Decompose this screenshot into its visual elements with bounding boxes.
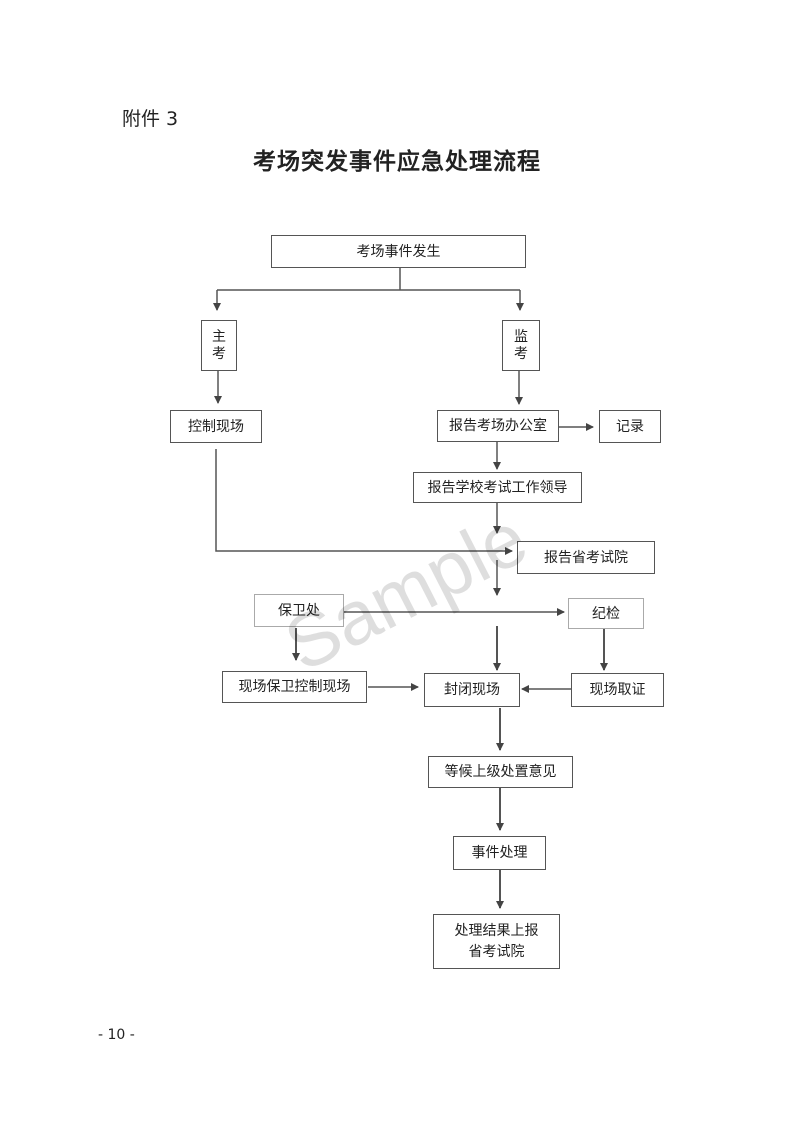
box-invigilator: 监 考 <box>502 320 540 371</box>
box-await-superior: 等候上级处置意见 <box>428 756 573 788</box>
box-chief-examiner: 主 考 <box>201 320 237 371</box>
report-result-line-2: 省考试院 <box>468 943 525 960</box>
box-report-school-leader: 报告学校考试工作领导 <box>413 472 582 503</box>
box-security-control-scene: 现场保卫控制现场 <box>222 671 367 703</box>
connector-event-split <box>217 267 520 291</box>
box-event-occurs: 考场事件发生 <box>271 235 526 268</box>
report-result-line-1: 处理结果上报 <box>454 922 539 939</box>
chief-char-2: 考 <box>212 345 226 362</box>
box-control-scene: 控制现场 <box>170 410 262 443</box>
connector-control-to-provincial <box>215 449 513 555</box>
invigilator-char-1: 监 <box>514 328 528 345</box>
page-title: 考场突发事件应急处理流程 <box>253 148 541 175</box>
chief-char-1: 主 <box>212 328 226 345</box>
box-discipline: 纪检 <box>568 598 644 629</box>
box-seal-scene: 封闭现场 <box>424 673 520 707</box>
box-evidence: 现场取证 <box>571 673 664 707</box>
box-security-office: 保卫处 <box>254 594 344 627</box>
box-report-result: 处理结果上报 省考试院 <box>433 914 560 969</box>
attachment-label: 附件 3 <box>122 108 179 130</box>
box-report-exam-office: 报告考场办公室 <box>437 410 559 442</box>
page-number: - 10 - <box>98 1027 135 1043</box>
box-report-provincial: 报告省考试院 <box>517 541 655 574</box>
box-record: 记录 <box>599 410 661 443</box>
invigilator-char-2: 考 <box>514 345 528 362</box>
box-handle-event: 事件处理 <box>453 836 546 870</box>
